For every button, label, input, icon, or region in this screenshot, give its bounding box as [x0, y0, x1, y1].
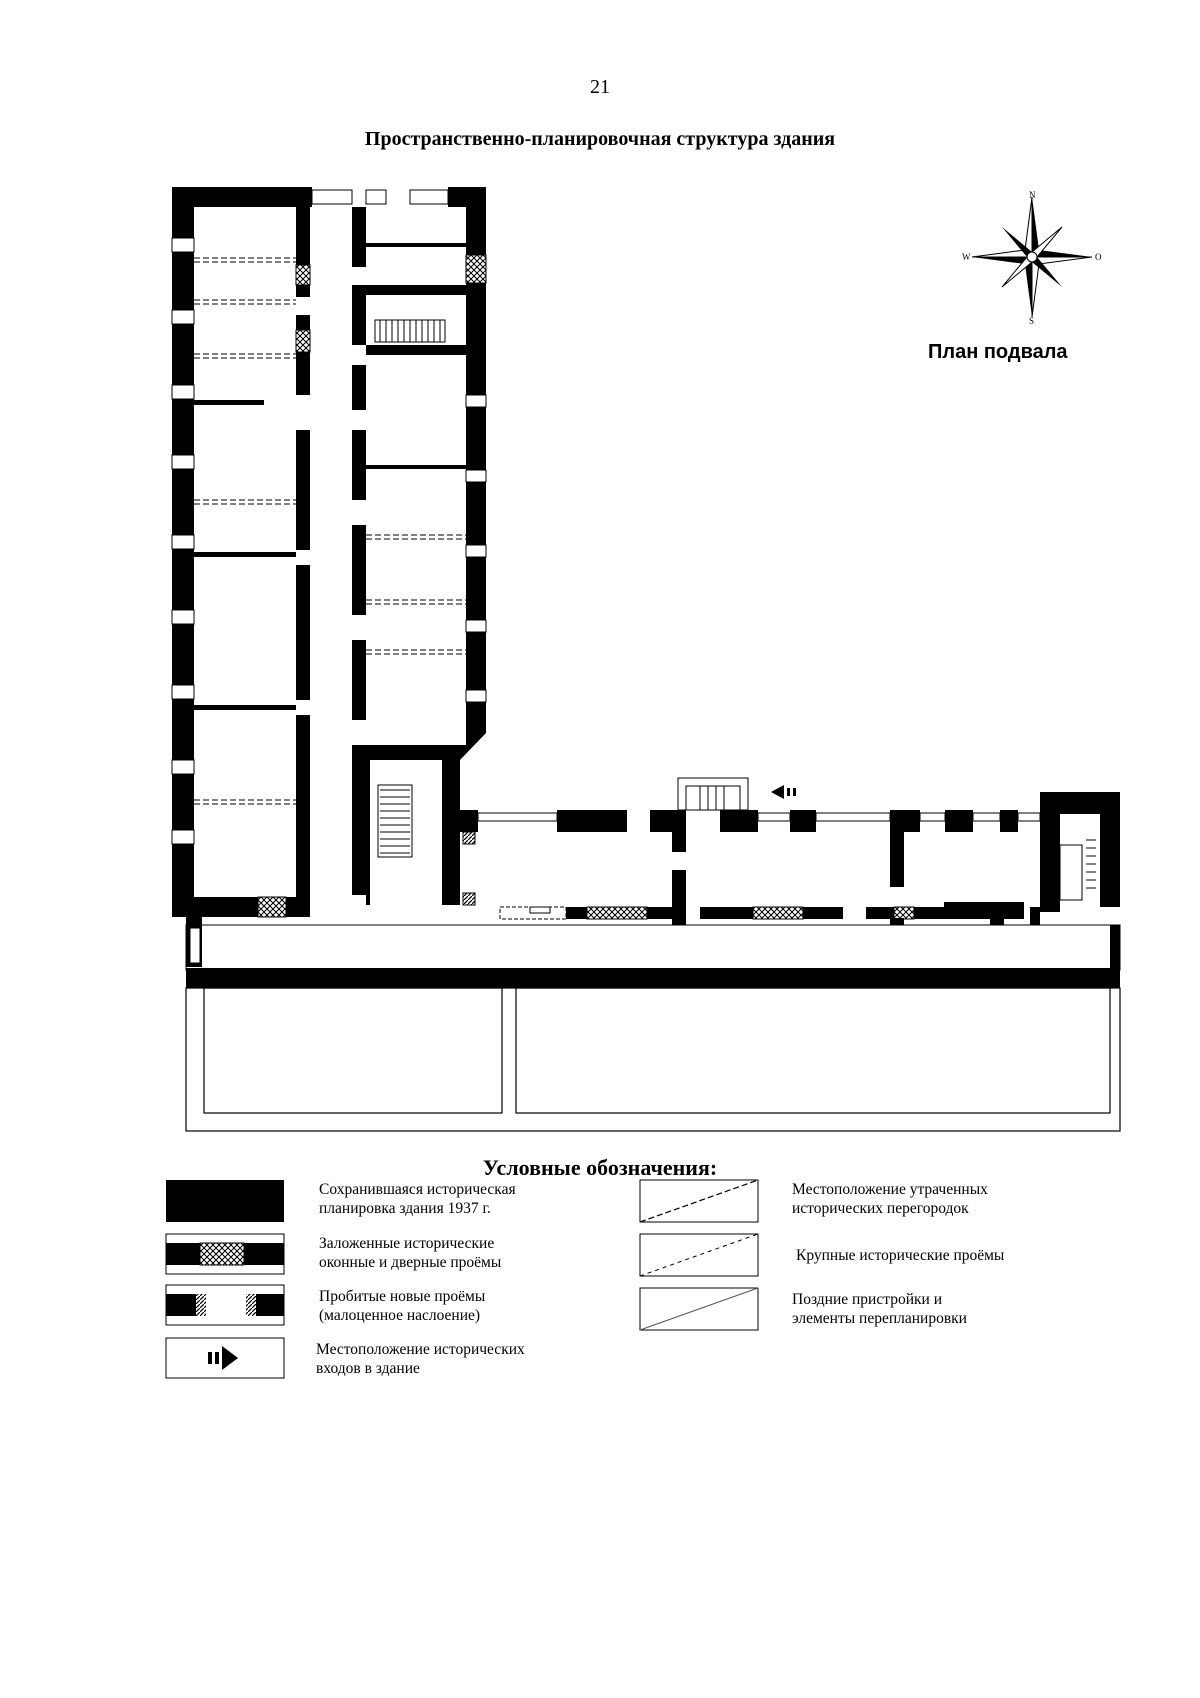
legend-swatch-lost-partitions: [639, 1179, 759, 1223]
legend-label-preserved: Сохранившаяся историческая планировка зд…: [319, 1180, 516, 1218]
compass-east-label: O: [1095, 252, 1102, 262]
legend-label-line: исторических перегородок: [792, 1200, 969, 1217]
lost-partitions: [194, 257, 466, 805]
plan-label: План подвала: [928, 341, 1068, 363]
compass-south-label: S: [1029, 316, 1035, 326]
upper-staircase: [374, 319, 446, 343]
page-title: Пространственно-планировочная структура …: [364, 128, 836, 150]
legend-swatch-later-additions: [639, 1287, 759, 1331]
legend-label-line: (малоценное наслоение): [319, 1307, 481, 1324]
legend-label-line: входов в здание: [316, 1360, 420, 1377]
compass-west-label: W: [962, 252, 971, 262]
legend-label-line: Поздние пристройки и: [792, 1291, 942, 1308]
east-room-partitions: [366, 243, 466, 469]
courtyard-additions: [185, 987, 1121, 1132]
stair-tower: [352, 707, 486, 905]
legend-label-line: Крупные исторические проёмы: [796, 1247, 1005, 1264]
legend-swatch-entrances: [165, 1337, 285, 1379]
east-wall-windows: [465, 394, 487, 703]
later-additions: [499, 777, 749, 920]
legend-label-lost-partitions: Местоположение утраченных исторических п…: [792, 1180, 988, 1218]
legend-label-later-additions: Поздние пристройки и элементы перепланир…: [792, 1290, 967, 1328]
compass-rose-icon: [971, 196, 1093, 318]
legend-swatch-new-openings: [165, 1284, 285, 1326]
legend-label-line: Заложенные исторические: [319, 1235, 495, 1252]
blocked-openings: [257, 254, 915, 955]
new-openings: [462, 831, 476, 906]
legend-label-line: оконные и дверные проёмы: [319, 1254, 502, 1271]
legend-swatch-large-openings: [639, 1233, 759, 1277]
page-number: 21: [590, 76, 610, 98]
legend-label-blocked: Заложенные исторические оконные и дверны…: [319, 1234, 501, 1272]
east-stair-lines: [1086, 839, 1096, 889]
south-corridor: [185, 905, 1121, 988]
legend-label-line: Пробитые новые проёмы: [319, 1288, 486, 1305]
legend-label-new-openings: Пробитые новые проёмы (малоценное наслое…: [319, 1287, 485, 1325]
compass-north-label: N: [1029, 190, 1036, 200]
entrance-arrow-icon: [771, 785, 796, 799]
legend-title: Условные обозначения:: [482, 1155, 718, 1180]
legend-label-line: Сохранившаяся историческая: [319, 1181, 516, 1198]
staircase-lines: [377, 784, 413, 858]
legend-label-line: Местоположение утраченных: [792, 1181, 988, 1198]
legend-swatch-preserved: [166, 1180, 284, 1222]
legend-label-entrances: Местоположение исторических входов в зда…: [316, 1340, 525, 1378]
west-wall-windows: [171, 189, 449, 845]
west-room-partitions: [194, 400, 296, 710]
legend-label-line: элементы перепланировки: [792, 1310, 967, 1327]
legend-label-line: Местоположение исторических: [316, 1341, 525, 1358]
legend-label-large-openings: Крупные исторические проёмы: [796, 1246, 1004, 1265]
legend-label-line: планировка здания 1937 г.: [319, 1200, 491, 1217]
legend-swatch-blocked: [165, 1233, 285, 1275]
